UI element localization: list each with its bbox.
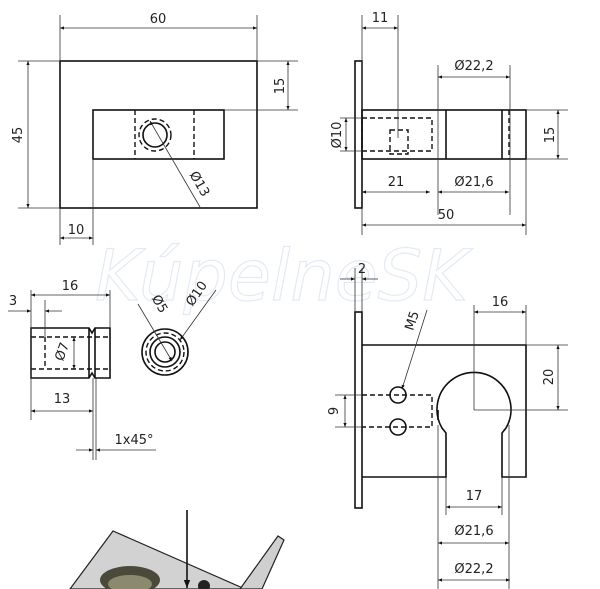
dim-length: 16 bbox=[62, 279, 79, 294]
dim-thread: M5 bbox=[403, 309, 423, 332]
dim-height: 15 bbox=[543, 127, 558, 144]
dim-hole-dia: Ø13 bbox=[186, 169, 212, 200]
dim-left-offset: 10 bbox=[68, 223, 85, 238]
dim-plate: 2 bbox=[358, 262, 366, 277]
dim-shoulder: 13 bbox=[54, 392, 71, 407]
dim-offset: 16 bbox=[492, 295, 509, 310]
front-view: 60 45 15 10 Ø13 bbox=[11, 12, 298, 245]
dim-inner-dia: Ø21,6 bbox=[454, 175, 493, 190]
dim-offset: 3 bbox=[9, 294, 17, 309]
dim-outer-dia: Ø22,2 bbox=[454, 59, 493, 74]
front-body-outline bbox=[92, 109, 225, 160]
dim-length: 50 bbox=[438, 208, 455, 223]
dim-width: 60 bbox=[150, 12, 167, 27]
dim-height: 45 bbox=[11, 127, 26, 144]
dim-outer-dia: Ø22,2 bbox=[454, 562, 493, 577]
dim-top-offset: 15 bbox=[273, 78, 288, 95]
dim-chamfer: 1x45° bbox=[114, 433, 153, 448]
front-hole bbox=[138, 118, 172, 152]
pin-view: 16 3 Ø7 13 1x45° Ø5 Ø10 bbox=[8, 279, 217, 460]
dim-height: 20 bbox=[542, 369, 557, 386]
dim-bore-depth: 21 bbox=[388, 175, 405, 190]
dim-hole-spacing: 9 bbox=[327, 407, 342, 415]
dim-slot-width: 17 bbox=[466, 489, 483, 504]
side-view: 11 Ø22,2 15 Ø10 21 Ø21,6 50 bbox=[330, 11, 568, 235]
dim-screw-pos: 11 bbox=[372, 11, 389, 26]
product-photo bbox=[69, 510, 285, 589]
dim-inner-dia: Ø7 bbox=[52, 341, 72, 364]
dim-inner-dia: Ø21,6 bbox=[454, 524, 493, 539]
bracket-view: 2 M5 16 20 9 17 Ø21,6 Ø22,2 bbox=[327, 262, 568, 589]
watermark: KúpelneSK bbox=[95, 235, 473, 317]
front-plate-outline bbox=[59, 60, 258, 209]
dim-bore-dia: Ø10 bbox=[330, 122, 345, 149]
